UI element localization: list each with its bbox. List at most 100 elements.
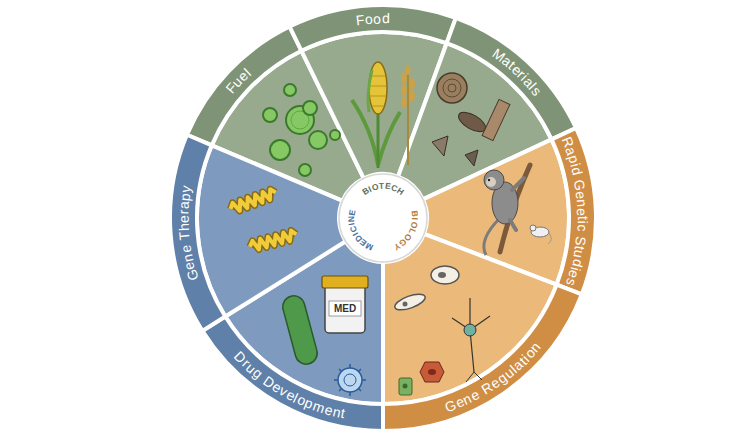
corn-wheat bbox=[401, 72, 407, 84]
label-letter: i bbox=[519, 351, 533, 365]
label-letter bbox=[256, 370, 269, 385]
label-letter: d bbox=[382, 10, 390, 26]
label-letter: l bbox=[507, 362, 520, 376]
drug-illustration bbox=[349, 364, 351, 396]
algae-cells bbox=[263, 108, 277, 122]
corn-wheat bbox=[401, 96, 407, 108]
label-letter: S bbox=[573, 235, 590, 246]
label-letter: D bbox=[231, 348, 250, 366]
sector-label: Gene Regulation bbox=[443, 339, 544, 415]
label-letter: p bbox=[565, 153, 583, 165]
corn-wheat bbox=[370, 86, 386, 87]
label-letter: e bbox=[487, 374, 502, 392]
corn-wheat bbox=[369, 62, 387, 114]
monkey-mouse bbox=[548, 233, 551, 244]
wedge-inner bbox=[197, 145, 346, 316]
label-letter: t bbox=[572, 245, 588, 251]
drug-illustration bbox=[339, 369, 361, 391]
label-letter: e bbox=[177, 244, 194, 254]
corn-wheat bbox=[352, 62, 415, 168]
wedge-band bbox=[187, 27, 302, 146]
label-letter: L bbox=[406, 226, 417, 235]
field-label: BIOTECH bbox=[360, 182, 405, 198]
label-letter: l bbox=[526, 80, 540, 93]
dna-strands bbox=[229, 188, 278, 214]
label-letter: R bbox=[479, 379, 496, 398]
label-letter: o bbox=[373, 10, 381, 26]
wedge-inner bbox=[423, 139, 569, 284]
label-letter: t bbox=[340, 405, 347, 422]
algae-cells bbox=[330, 130, 340, 140]
sector-label: Fuel bbox=[223, 65, 255, 97]
label-letter: e bbox=[565, 268, 583, 280]
cells bbox=[469, 298, 470, 330]
label-letter: G bbox=[443, 396, 459, 415]
label-letter: r bbox=[175, 210, 191, 215]
label-letter: e bbox=[181, 260, 198, 271]
label-letter: t bbox=[574, 216, 590, 220]
label-letter: e bbox=[468, 386, 482, 404]
label-letter: l bbox=[241, 65, 254, 79]
cells bbox=[464, 324, 476, 336]
label-letter: v bbox=[277, 382, 291, 399]
drug-illustration bbox=[339, 369, 361, 391]
label-letter: D bbox=[260, 372, 278, 391]
drug-illustration bbox=[325, 285, 365, 333]
label-letter: p bbox=[176, 192, 193, 201]
dna-strands bbox=[249, 229, 298, 251]
label-letter: E bbox=[384, 182, 391, 193]
label-letter: O bbox=[370, 182, 379, 193]
cells bbox=[393, 291, 427, 313]
label-letter: G bbox=[397, 236, 408, 248]
monkey-mouse bbox=[510, 220, 516, 230]
monkey-mouse bbox=[530, 225, 536, 231]
label-letter: e bbox=[175, 215, 191, 223]
label-letter: e bbox=[323, 401, 335, 419]
cells bbox=[452, 318, 470, 330]
material-samples bbox=[443, 79, 461, 97]
corn-wheat bbox=[371, 76, 385, 77]
sector-label: Rapid Genetic Studies bbox=[558, 135, 590, 288]
label-letter: I bbox=[351, 230, 361, 237]
cells bbox=[470, 316, 490, 330]
label-letter bbox=[574, 231, 590, 236]
label-letter: s bbox=[563, 276, 580, 288]
label-letter: N bbox=[347, 216, 357, 222]
label-letter bbox=[475, 384, 486, 400]
label-letter: o bbox=[521, 345, 538, 362]
label-letter: c bbox=[574, 224, 590, 232]
sector-label: Food bbox=[355, 10, 390, 28]
material-samples bbox=[432, 73, 510, 166]
label-letter: Y bbox=[392, 240, 401, 251]
label-letter: I bbox=[348, 222, 358, 226]
label-letter: g bbox=[494, 369, 510, 387]
label-letter: u bbox=[229, 73, 246, 90]
cells bbox=[403, 384, 408, 389]
corn-wheat bbox=[368, 70, 372, 112]
material-samples bbox=[432, 136, 448, 156]
label-letter: F bbox=[355, 11, 365, 28]
wedge-band bbox=[383, 285, 582, 431]
label-letter: a bbox=[499, 53, 515, 70]
label-letter: n bbox=[179, 252, 196, 263]
label-letter: u bbox=[501, 364, 517, 381]
monkey-mouse bbox=[484, 165, 551, 255]
label-letter: G bbox=[183, 268, 202, 283]
cells bbox=[420, 362, 444, 382]
label-letter: M bbox=[489, 45, 508, 65]
dna-strands bbox=[229, 188, 298, 252]
label-letter: t bbox=[515, 353, 529, 367]
material-samples bbox=[448, 84, 456, 92]
